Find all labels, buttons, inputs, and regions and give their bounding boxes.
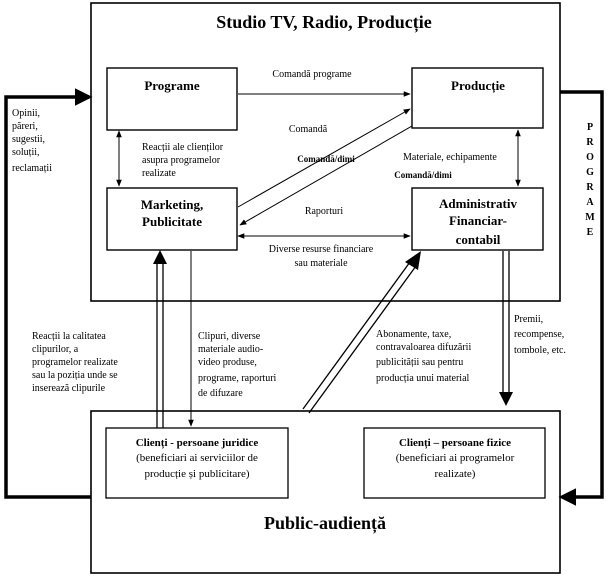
- marketing-label-1: Marketing,: [141, 197, 203, 212]
- label-comanda: Comandă: [289, 124, 328, 135]
- studio-box: [90, 2, 561, 302]
- label-reactii-calitate-4: sau la poziția unde se: [32, 370, 118, 381]
- label-opinii-4: soluții,: [12, 147, 40, 158]
- svg-text:A: A: [586, 197, 594, 208]
- label-reactii-2: asupra programelor: [142, 155, 221, 166]
- productie-label: Producție: [451, 78, 505, 94]
- label-opinii-3: sugestii,: [12, 134, 45, 145]
- label-premii-2: recompense,: [514, 329, 564, 340]
- label-clipuri-5: de difuzare: [198, 388, 243, 399]
- public-title: Public-audiență: [264, 513, 386, 534]
- label-reactii-calitate-1: Reacții la calitatea: [32, 331, 106, 342]
- arrow-reactii-calitate: [153, 250, 167, 428]
- juridice-sub-2: producție și publicitare): [144, 468, 249, 480]
- label-reactii-1: Reacții ale clienților: [142, 142, 224, 153]
- admin-label-1: Administrativ: [439, 196, 518, 211]
- label-abonamente-3: publicității sau pentru: [376, 357, 463, 368]
- label-opinii-2: păreri,: [12, 121, 38, 132]
- label-clipuri-3: video produse,: [198, 357, 257, 368]
- admin-label-3: contabil: [456, 232, 501, 247]
- svg-text:E: E: [587, 227, 594, 238]
- public-box: [90, 410, 561, 574]
- label-raporturi: Raporturi: [305, 206, 344, 217]
- fizice-sub-2: realizate): [435, 468, 476, 480]
- juridice-sub-1: (beneficiari ai serviciilor de: [136, 452, 258, 464]
- arrow-raporturi: [239, 125, 413, 226]
- arrow-premii: [499, 251, 513, 406]
- studio-title: Studio TV, Radio, Producție: [216, 12, 432, 33]
- admin-label-2: Financiar-: [449, 213, 507, 228]
- programe-box: [106, 67, 238, 131]
- admin-box: [411, 187, 544, 251]
- svg-text:O: O: [586, 152, 594, 163]
- fizice-box: [363, 427, 546, 499]
- label-abonamente-1: Abonamente, taxe,: [376, 329, 451, 340]
- svg-text:M: M: [585, 212, 595, 223]
- arrow-programe-loop: [558, 90, 604, 506]
- label-clipuri-1: Clipuri, diverse: [198, 331, 261, 342]
- label-comanda-programe: Comandă programe: [272, 69, 352, 80]
- programe-vertical-text: P R O G R A M E: [585, 122, 595, 238]
- label-premii-1: Premii,: [514, 314, 543, 325]
- label-premii-3: tombole, etc.: [514, 345, 566, 356]
- label-opinii-1: Opinii,: [12, 108, 40, 119]
- label-clipuri-4: programe, raporturi: [198, 373, 277, 384]
- label-resurse-1: Diverse resurse financiare: [269, 244, 374, 255]
- label-comanda-mixed-2: Comandă/dimi: [394, 170, 452, 180]
- programe-label: Programe: [144, 78, 200, 93]
- productie-box: [411, 67, 544, 129]
- svg-text:P: P: [587, 122, 593, 133]
- label-resurse-2: sau materiale: [294, 258, 348, 269]
- svg-text:G: G: [586, 167, 594, 178]
- label-reactii-calitate-5: inserează clipurile: [32, 383, 106, 394]
- juridice-box: [105, 427, 289, 499]
- svg-text:R: R: [586, 137, 594, 148]
- label-materiale: Materiale, echipamente: [403, 152, 497, 163]
- label-opinii-5: reclamații: [12, 163, 52, 174]
- label-reactii-3: realizate: [142, 168, 176, 179]
- svg-text:R: R: [586, 182, 594, 193]
- arrow-opinii-loop: [4, 88, 93, 499]
- label-abonamente-4: producția unui material: [376, 373, 470, 384]
- fizice-title: Clienți – persoane fizice: [399, 437, 511, 449]
- label-reactii-calitate-2: clipurilor, a: [32, 344, 79, 355]
- arrow-abonamente: [302, 251, 421, 414]
- juridice-title: Clienți - persoane juridice: [136, 437, 259, 449]
- marketing-label-2: Publicitate: [142, 214, 202, 229]
- label-clipuri-2: materiale audio-: [198, 344, 263, 355]
- label-comanda-mixed-1: Comandă/dimi: [297, 154, 355, 164]
- arrow-comanda: [237, 108, 411, 208]
- marketing-box: [106, 187, 238, 251]
- label-abonamente-2: contravaloarea difuzării: [376, 342, 471, 353]
- label-reactii-calitate-3: programelor realizate: [32, 357, 118, 368]
- fizice-sub-1: (beneficiari ai programelor: [396, 452, 515, 464]
